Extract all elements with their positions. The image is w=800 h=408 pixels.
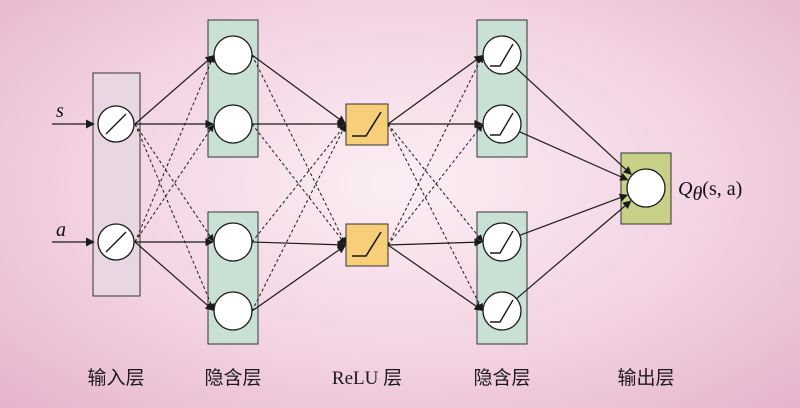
edge-hidden2-2-to-output <box>519 131 629 181</box>
edge-hidden1-3-to-relu-1 <box>251 124 346 243</box>
edge-relu-2-to-hidden2-2 <box>387 124 483 246</box>
relu-activation-icon-top <box>352 111 382 137</box>
input-label-a: a <box>56 219 66 241</box>
relu-activation-icon-bottom <box>352 231 382 257</box>
connections <box>134 54 632 312</box>
edge-hidden1-4-to-relu-2 <box>251 245 346 312</box>
caption-input-layer: 输入层 <box>87 367 144 389</box>
edge-relu-2-to-hidden2-3 <box>387 238 483 247</box>
edge-hidden1-4-to-relu-1 <box>251 124 346 312</box>
edge-hidden2-3-to-output <box>519 193 629 236</box>
hidden-2-node-4 <box>482 291 522 331</box>
edge-hidden1-1-to-relu-2 <box>251 54 347 245</box>
caption-hidden-layer-2: 隐含层 <box>473 367 530 389</box>
hidden-1-node-1 <box>213 35 253 75</box>
edge-input-2-to-hidden1-4 <box>134 241 214 311</box>
edge-relu-1-to-hidden2-3 <box>387 123 483 242</box>
edge-relu-1-to-hidden2-1 <box>387 55 483 125</box>
edge-hidden1-3-to-relu-2 <box>251 240 346 249</box>
output-label: Qθ(s, a) <box>678 178 742 205</box>
hidden-2-node-1 <box>482 35 522 75</box>
edge-relu-2-to-hidden2-4 <box>387 244 483 311</box>
hidden-2-node-2 <box>482 104 522 144</box>
edge-hidden2-1-to-output <box>515 67 632 176</box>
caption-hidden-layer-1: 隐含层 <box>204 367 261 389</box>
hidden-1-node-4 <box>213 291 253 331</box>
hidden-1-node-3 <box>213 222 253 262</box>
edge-hidden1-1-to-relu-1 <box>251 54 346 124</box>
input-node-s <box>97 105 135 143</box>
relu-unit-bottom-box <box>345 223 389 267</box>
hidden-2-node-3 <box>482 222 522 262</box>
edge-hidden1-2-to-relu-2 <box>251 123 346 245</box>
caption-output-layer: 输出层 <box>617 367 674 389</box>
input-node-a <box>97 223 135 261</box>
edge-input-1-to-hidden1-1 <box>134 55 214 125</box>
caption-relu-layer: ReLU 层 <box>332 368 402 389</box>
output-label-subscript: θ <box>692 183 702 205</box>
edge-input-1-to-hidden1-3 <box>134 123 214 242</box>
output-node <box>626 168 666 208</box>
edge-hidden2-4-to-output <box>516 200 632 300</box>
output-label-args: (s, a) <box>702 178 742 200</box>
edge-relu-2-to-hidden2-1 <box>387 55 484 246</box>
input-label-s: s <box>56 100 64 122</box>
edge-relu-1-to-hidden2-4 <box>387 123 483 311</box>
edge-input-2-to-hidden1-2 <box>134 124 214 243</box>
edge-input-1-to-hidden1-4 <box>134 123 215 311</box>
hidden-1-node-2 <box>213 104 253 144</box>
edge-input-2-to-hidden1-1 <box>134 55 215 243</box>
output-label-q: Q <box>678 178 693 200</box>
relu-unit-top-box <box>345 103 389 146</box>
